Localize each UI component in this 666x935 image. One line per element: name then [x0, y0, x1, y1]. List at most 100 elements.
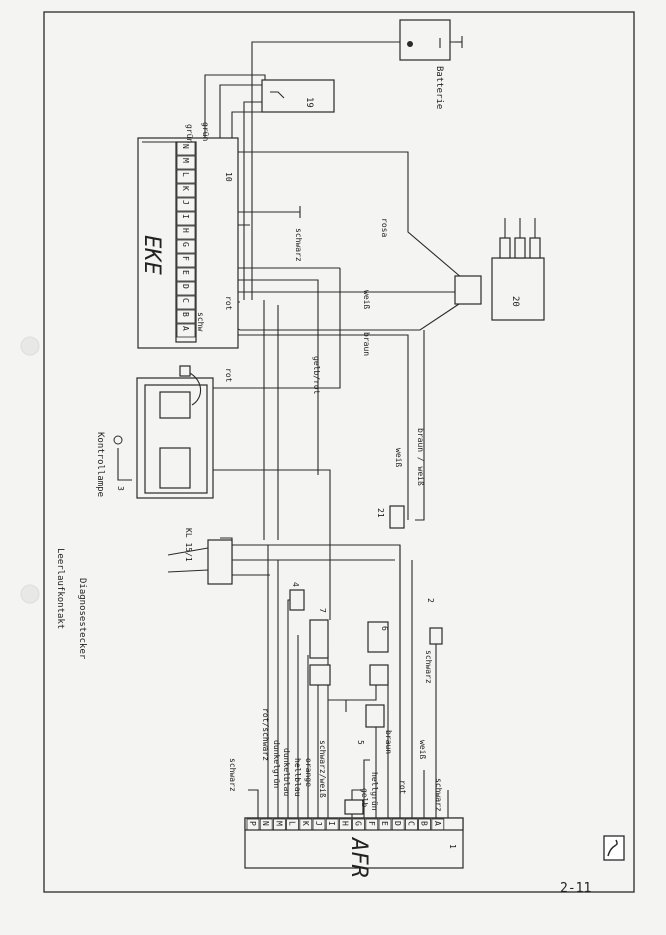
- eke-pin-b: [176, 309, 196, 324]
- afr-pin-c: [404, 818, 418, 831]
- control-module: Kontrollampe 3: [95, 365, 214, 499]
- afr-pin-label: P: [248, 821, 257, 826]
- eke-pin-a: [176, 323, 196, 338]
- coil-20-ref: 20: [510, 296, 520, 307]
- ignition-coil-20: 20: [454, 218, 545, 321]
- component-6: 6: [367, 621, 389, 653]
- eke-pin-label: B: [181, 312, 190, 317]
- page-frame: [43, 11, 635, 893]
- eke-pin-f: [176, 253, 196, 268]
- wire-label-schwarz: schwarz: [294, 228, 303, 262]
- wire-label-rot-afr: rot: [398, 780, 407, 795]
- eke-pin-label: M: [181, 158, 190, 163]
- afr-pin-n: [259, 818, 273, 831]
- afr-pin-d: [391, 818, 405, 831]
- wire-label-braun: braun: [362, 332, 371, 356]
- afr-pin-label: N: [261, 821, 270, 826]
- wire-label-weiss: weiß: [362, 290, 371, 309]
- ref-2: 2: [426, 598, 435, 603]
- afr-pin-label: H: [340, 821, 349, 826]
- ref-4: 4: [291, 582, 300, 587]
- relay-19: 19: [261, 79, 335, 113]
- wire-label-dunkelgruen: dunkelgrün: [272, 740, 281, 788]
- connector-kl15: KL 15/1 Leerlaufkontakt Diagnosestecker: [55, 528, 233, 660]
- eke-label: EKE: [139, 235, 164, 275]
- wire-label-dunkelblau: dunkelblau: [282, 748, 291, 796]
- afr-pin-label: J: [314, 821, 323, 826]
- eke-pin-m: [176, 155, 196, 170]
- ref-6: 6: [380, 626, 389, 631]
- relay-19-ref: 19: [304, 97, 314, 108]
- eke-pin-h: [176, 225, 196, 240]
- afr-pin-f: [365, 818, 379, 831]
- eke-pin-d: [176, 281, 196, 296]
- afr-pin-a: [431, 818, 445, 831]
- eke-pin-l: [176, 169, 196, 184]
- wire-label-weiss-mid: weiß: [394, 448, 403, 467]
- wire-label-gruen-1: grün: [201, 122, 210, 141]
- afr-pin-label: B: [420, 821, 429, 826]
- afr-pin-j: [312, 818, 326, 831]
- wire-label-schwarz-2: schwarz: [424, 650, 433, 684]
- wire-label-schwarz-a: schwarz: [434, 778, 443, 812]
- publisher-logo: [603, 835, 625, 861]
- leerlaufkontakt-label: Leerlaufkontakt: [55, 548, 65, 629]
- eke-pin-label: C: [181, 298, 190, 303]
- afr-pin-p: [246, 818, 260, 831]
- afr-pin-label: E: [380, 821, 389, 826]
- wire-labels: grün grün schwarz rosa rot weiß braun sc…: [185, 122, 443, 812]
- wire-label-schw: schw: [196, 312, 205, 331]
- eke-pin-label: A: [181, 326, 190, 331]
- eke-pin-label: G: [181, 242, 190, 247]
- wire-label-schwarz-weiss: schwarz/weiß: [318, 740, 327, 798]
- component-21: 21: [376, 505, 405, 529]
- wire-label-weiss-afr: weiß: [418, 740, 427, 759]
- component-4: 4: [289, 582, 305, 611]
- wire-label-orange: orange: [304, 758, 313, 787]
- afr-pin-i: [325, 818, 339, 831]
- afr-pin-label: D: [393, 821, 402, 826]
- ref-7: 7: [318, 608, 327, 613]
- wire-label-rosa: rosa: [380, 218, 389, 237]
- eke-pin-label: L: [181, 172, 190, 177]
- eke-pin-label: H: [181, 228, 190, 233]
- eke-pin-n: [176, 141, 196, 156]
- wire-label-hellgruen: hellgrün: [370, 772, 379, 811]
- eke-pin-label: N: [181, 144, 190, 149]
- punch-hole: [20, 336, 40, 356]
- battery-label: Batterie: [434, 66, 444, 109]
- wire-label-braun-weiss: braun / weiß: [416, 428, 425, 486]
- wire-label-gruen-2: grün: [185, 124, 194, 143]
- wire-label-gelb: gelb: [360, 788, 369, 807]
- afr-ref: 1: [448, 844, 457, 849]
- afr-pin-m: [272, 818, 286, 831]
- afr-pin-l: [286, 818, 300, 831]
- afr-pin-label: G: [354, 821, 363, 826]
- eke-pin-label: E: [181, 270, 190, 275]
- component-5: 5: [356, 704, 385, 745]
- afr-pin-b: [418, 818, 432, 831]
- wire-label-rot: rot: [224, 296, 233, 311]
- eke-pin-label: K: [181, 186, 190, 191]
- wire-label-schwarz-afr: schwarz: [228, 758, 237, 792]
- wire-label-gelb-rot: gelb/rot: [312, 356, 321, 395]
- eke-pin-k: [176, 183, 196, 198]
- page-number: 2-11: [560, 881, 591, 896]
- battery: Batterie: [399, 19, 463, 109]
- afr-pin-g: [352, 818, 366, 831]
- eke-pin-j: [176, 197, 196, 212]
- afr-pin-label: L: [288, 821, 297, 826]
- eke-pin-c: [176, 295, 196, 310]
- wire-label-hellblau: hellblau: [293, 758, 302, 797]
- afr-label: AFR: [346, 836, 371, 878]
- kontrollampe-label: Kontrollampe: [95, 432, 105, 497]
- wire-label-braun-afr: braun: [384, 730, 393, 754]
- punch-hole: [20, 584, 40, 604]
- afr-pin-label: M: [274, 821, 283, 826]
- eke-pin-g: [176, 239, 196, 254]
